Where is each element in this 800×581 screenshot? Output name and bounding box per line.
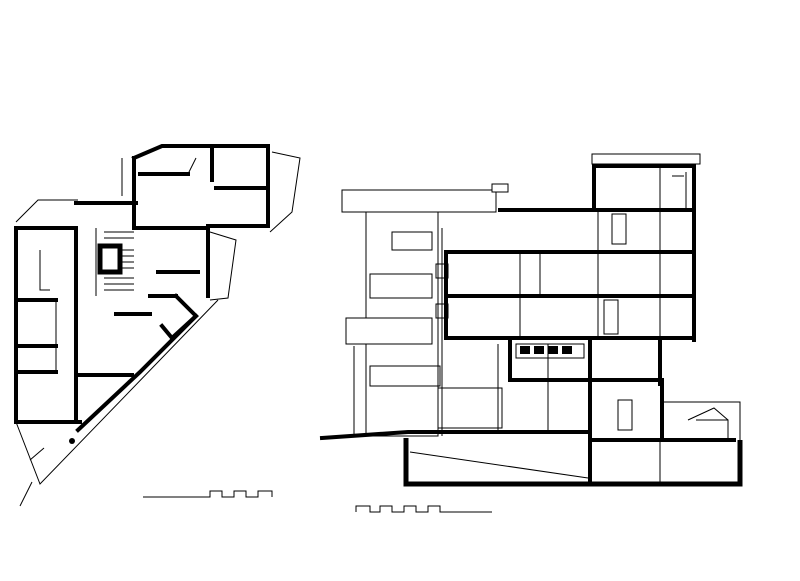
section-ramp [409, 451, 589, 479]
plan-entry-line [19, 481, 33, 507]
plan-partition-a [39, 250, 50, 291]
section-neighbour-elevation [341, 189, 549, 437]
plan-diagonal-edge [15, 299, 219, 485]
plan-outline-entry [15, 199, 78, 223]
section-roof-parapet [591, 153, 701, 165]
section-basement [403, 438, 743, 487]
plan-door-swing [187, 157, 197, 175]
plan-outline-bay [209, 231, 237, 301]
floor-plan [14, 144, 301, 507]
section-annex-outline [660, 401, 741, 440]
section-wall-lower [508, 336, 664, 442]
plan-scale-bar [143, 490, 273, 498]
section-wall-east [592, 164, 696, 342]
plan-stair-core [97, 243, 123, 275]
section-chimney [491, 183, 509, 193]
plan-column-dot [69, 438, 75, 444]
plan-stair-treads [104, 231, 134, 291]
plan-diagonal-step [29, 447, 45, 461]
section-interior-lines [519, 166, 687, 431]
building-section [319, 153, 743, 513]
plan-outline-terrace [269, 151, 301, 233]
plan-wall-angle [159, 293, 199, 341]
section-annex [696, 419, 729, 440]
section-ground-line [319, 430, 590, 441]
plan-wall-north-block [131, 144, 270, 228]
section-structure [403, 164, 743, 487]
section-annex-roof [687, 407, 729, 421]
section-ribbon-window [515, 343, 585, 359]
plan-wall-hall [134, 226, 210, 298]
plan-wall-west [14, 226, 82, 424]
section-scale-bar [355, 505, 492, 513]
